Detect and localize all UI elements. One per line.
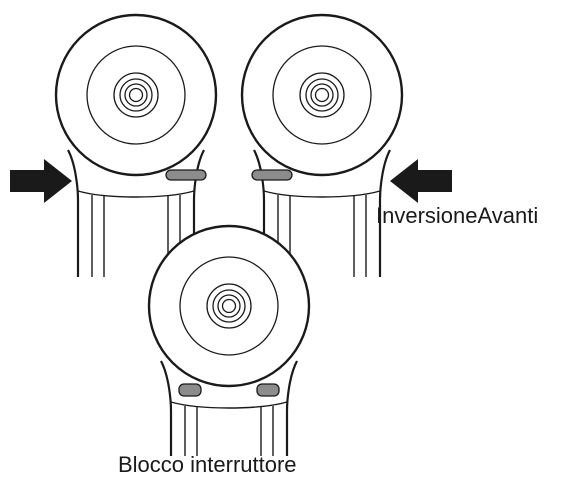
tool-left xyxy=(54,13,218,279)
direction-label: InversioneAvanti xyxy=(376,203,539,228)
arrow-left-icon xyxy=(390,159,452,203)
switch-lock-label: Blocco interruttore xyxy=(118,452,297,477)
lock-lever-right xyxy=(256,383,280,397)
reverse-lever xyxy=(165,169,207,181)
tool-right xyxy=(240,13,404,279)
forward-lever xyxy=(251,169,293,181)
tool-bottom xyxy=(147,224,311,456)
lock-lever-left xyxy=(178,383,202,397)
arrow-right-icon xyxy=(10,159,72,203)
